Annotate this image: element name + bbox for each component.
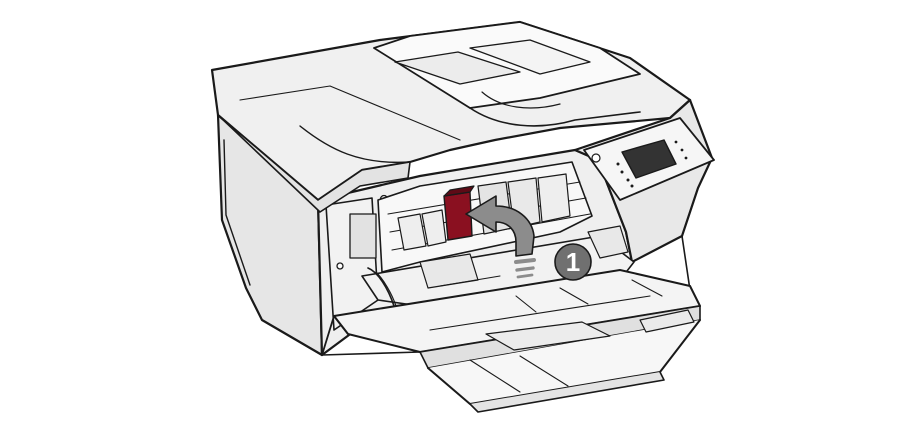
step-number: 1 bbox=[566, 247, 580, 277]
display-screen bbox=[621, 139, 677, 179]
panel-buttons bbox=[616, 140, 688, 188]
printer-base bbox=[261, 315, 421, 356]
scanner-lid bbox=[210, 20, 692, 213]
step-badge: 1 bbox=[554, 243, 592, 281]
side-latch bbox=[349, 213, 377, 259]
control-panel-icon bbox=[583, 117, 715, 201]
power-button bbox=[591, 153, 601, 163]
curved-arrow-icon bbox=[465, 195, 536, 279]
output-tray bbox=[333, 269, 701, 413]
